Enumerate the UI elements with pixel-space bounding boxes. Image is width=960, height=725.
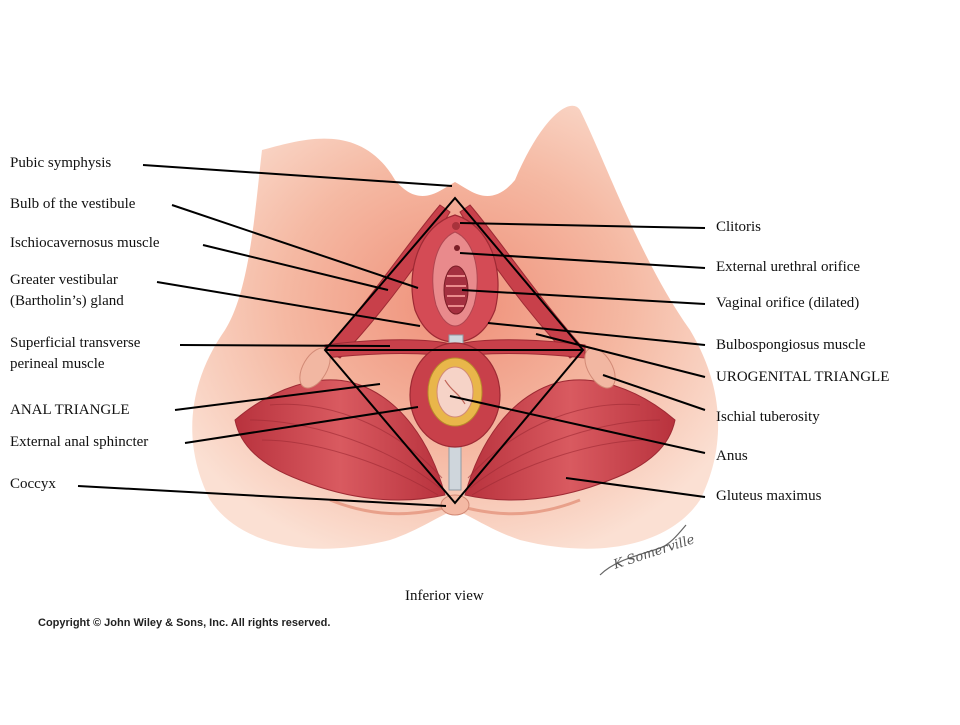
- label-bulbospongiosus-muscle: Bulbospongiosus muscle: [716, 337, 866, 353]
- vaginal-rugae: [446, 275, 466, 307]
- label-superficial-transverse-line2: perineal muscle: [10, 356, 105, 372]
- ischial-tuberosity-right: [584, 347, 616, 389]
- urethral-orifice: [454, 245, 460, 251]
- label-greater-vestibular-gland: Greater vestibular (Bartholin’s) gland: [10, 270, 124, 312]
- label-ischiocavernosus-muscle: Ischiocavernosus muscle: [10, 235, 160, 251]
- label-greater-vestibular-line1: Greater vestibular: [10, 272, 118, 288]
- leader-lines: [77, 164, 706, 507]
- label-gluteus-maximus: Gluteus maximus: [716, 488, 822, 504]
- muscle-striations: [249, 403, 661, 496]
- label-anus: Anus: [716, 448, 748, 464]
- label-superficial-transverse-perineal: Superficial transverse perineal muscle: [10, 333, 140, 375]
- caption-inferior-view: Inferior view: [405, 588, 484, 604]
- signature-scribble: [599, 524, 687, 576]
- label-external-anal-sphincter: External anal sphincter: [10, 434, 149, 450]
- label-pubic-symphysis: Pubic symphysis: [10, 155, 112, 171]
- label-coccyx: Coccyx: [10, 476, 56, 492]
- label-ischial-tuberosity: Ischial tuberosity: [716, 409, 820, 425]
- perineal-triangles-outline: [323, 196, 585, 505]
- label-external-urethral-orifice: External urethral orifice: [716, 259, 861, 275]
- label-greater-vestibular-line2: (Bartholin’s) gland: [10, 293, 124, 309]
- label-bulb-of-vestibule: Bulb of the vestibule: [10, 196, 136, 212]
- clitoris: [452, 222, 460, 230]
- gluteus-maximus-right: [464, 379, 676, 501]
- copyright-notice: Copyright © John Wiley & Sons, Inc. All …: [38, 617, 331, 629]
- label-urogenital-triangle: UROGENITAL TRIANGLE: [716, 369, 890, 385]
- label-superficial-transverse-line1: Superficial transverse: [10, 335, 141, 351]
- label-anal-triangle: ANAL TRIANGLE: [10, 402, 130, 418]
- label-vaginal-orifice: Vaginal orifice (dilated): [716, 295, 860, 311]
- label-clitoris: Clitoris: [716, 219, 762, 235]
